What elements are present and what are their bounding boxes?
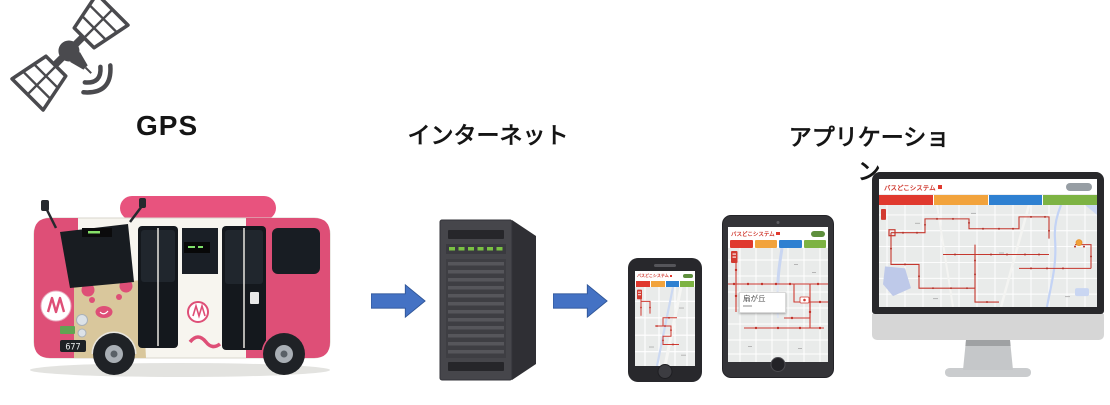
monitor-app-header: バスどこシステム	[879, 179, 1097, 195]
phone-app-header: バスどこシステム	[635, 271, 695, 281]
monitor-route-tabs	[879, 195, 1097, 205]
tablet-home-button	[770, 357, 786, 372]
bus-front-emblem	[40, 290, 72, 322]
phone-header-pill	[683, 273, 693, 279]
route-tab-green	[803, 240, 826, 248]
route-tab-orange	[650, 281, 665, 287]
bus-windshield	[60, 224, 134, 288]
community-bus-illustration: 677	[30, 196, 331, 377]
gps-satellite-icon	[10, 0, 130, 112]
phone-route-tabs	[635, 281, 695, 287]
tablet-camera	[776, 221, 780, 224]
monitor-map-view	[879, 205, 1097, 307]
gps-label: GPS	[136, 110, 199, 141]
route-tab-green	[680, 281, 694, 287]
right-arrow-icon	[553, 283, 608, 319]
monitor-stand-neck	[963, 340, 1013, 370]
tablet-route-tabs	[728, 240, 828, 248]
phone-map-view	[635, 287, 695, 366]
right-arrow-icon	[371, 283, 426, 319]
route-tab-red	[730, 240, 753, 248]
monitor-header-pill	[1066, 182, 1092, 191]
server-vents	[448, 262, 504, 354]
route-tab-orange	[933, 195, 988, 205]
bus-wheels	[91, 331, 307, 375]
monitor-stand-base	[945, 368, 1031, 377]
route-tab-orange	[754, 240, 777, 248]
bus-stop-name: 扇が丘	[743, 294, 766, 303]
desktop-monitor-device: バスどこシステム	[872, 172, 1104, 377]
route-tab-blue	[665, 281, 680, 287]
route-tab-blue	[779, 240, 802, 248]
phone-speaker	[654, 264, 676, 267]
monitor-app-title: バスどこシステム	[884, 184, 936, 192]
phone-app-title: バスどこシステム	[637, 273, 669, 278]
svg-text:677: 677	[65, 343, 80, 353]
tablet-app-header: バスどこシステム	[728, 227, 828, 240]
phone-home-button	[657, 364, 673, 379]
bus-stop-subtext	[743, 305, 752, 308]
route-tab-red	[879, 195, 933, 205]
bus-stop-popup: 扇が丘	[739, 292, 786, 313]
route-tab-blue	[988, 195, 1043, 205]
phone-screen: バスどこシステム	[635, 271, 695, 366]
monitor-screen: バスどこシステム	[879, 179, 1097, 307]
bus-mirror	[41, 200, 49, 211]
monitor-bezel: バスどこシステム	[872, 172, 1104, 314]
tablet-device: バスどこシステム	[722, 215, 834, 378]
server-led-lights	[449, 247, 503, 251]
route-tab-red	[636, 281, 650, 287]
internet-label: インターネット	[407, 122, 569, 148]
app-logo-icon	[669, 274, 673, 278]
monitor-chin	[872, 314, 1104, 340]
app-logo-icon	[937, 184, 942, 189]
tablet-header-pill	[811, 230, 825, 237]
bus-license-plate: 677	[60, 340, 86, 353]
smartphone-device: バスどこシステム	[628, 258, 702, 382]
server-icon	[439, 219, 536, 381]
app-logo-icon	[776, 231, 780, 236]
tablet-screen: バスどこシステム	[728, 227, 828, 362]
bus-roof-pod	[120, 196, 276, 220]
route-tab-green	[1043, 195, 1097, 205]
tablet-map-view: 扇が丘	[728, 248, 828, 362]
tablet-app-title: バスどこシステム	[731, 231, 775, 238]
